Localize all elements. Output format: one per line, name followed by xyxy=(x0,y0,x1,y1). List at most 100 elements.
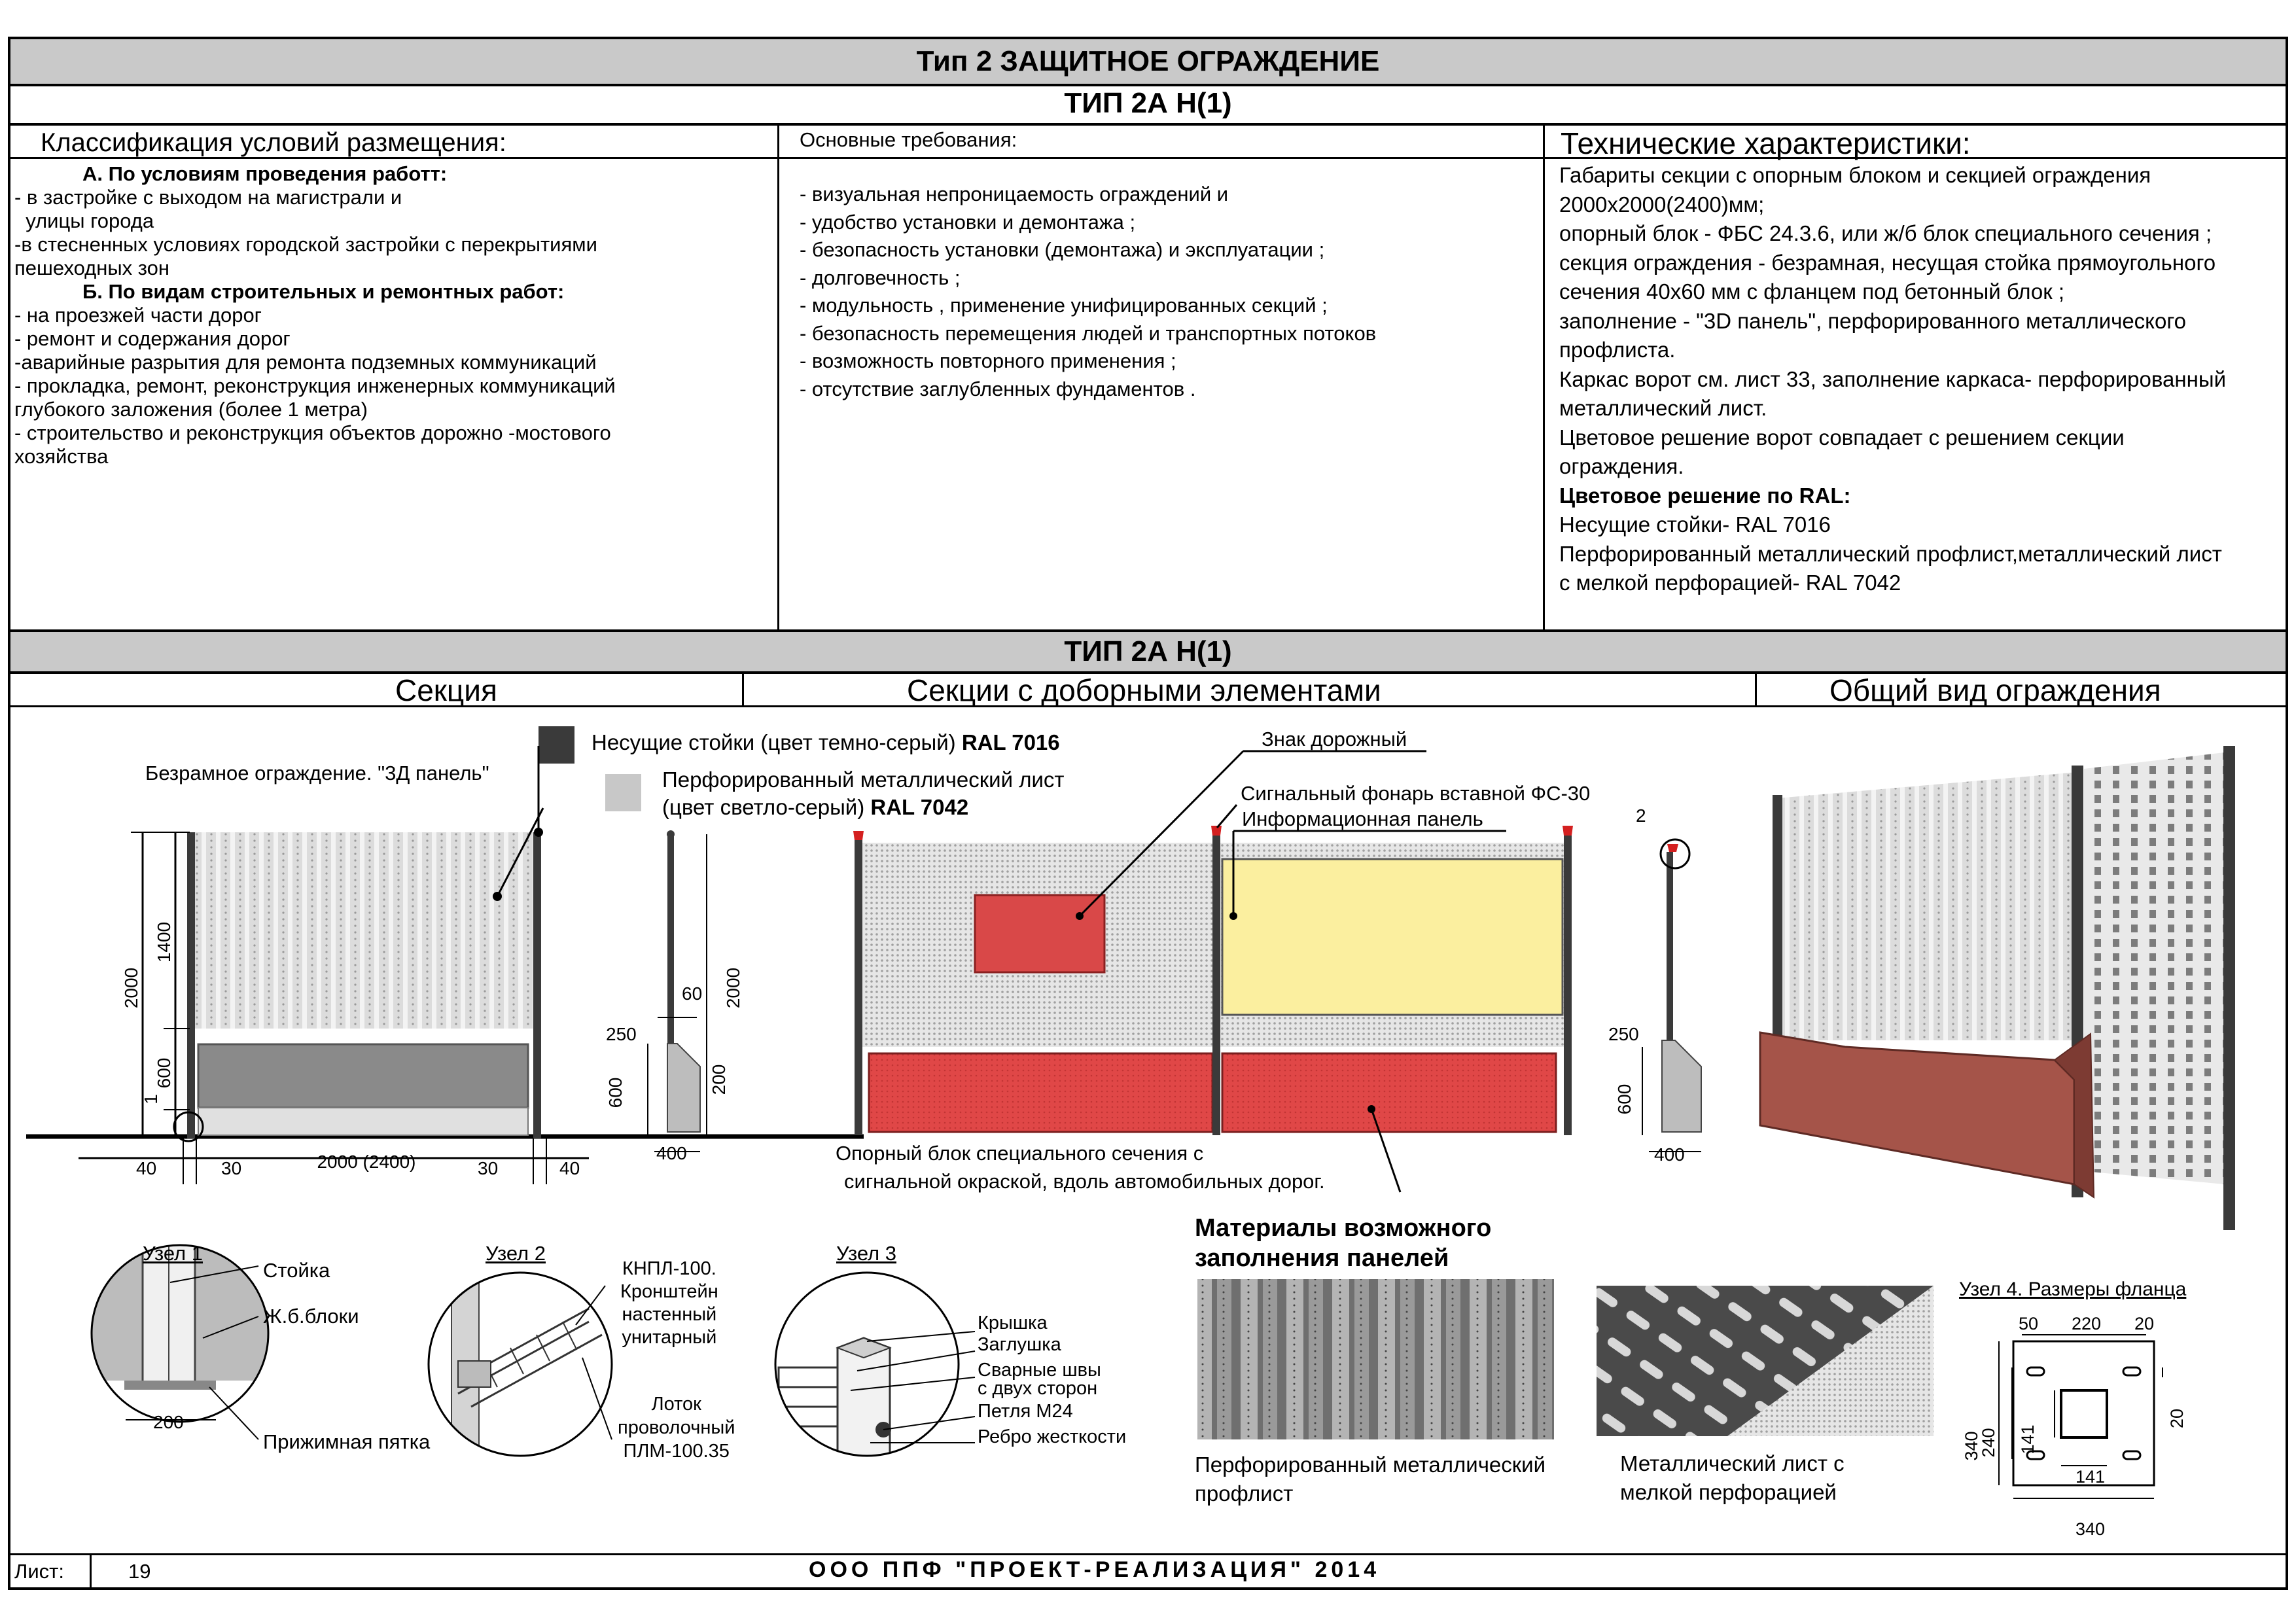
legend-light-ral: RAL 7042 xyxy=(870,795,969,819)
sheet-number: 19 xyxy=(128,1560,151,1583)
side-block xyxy=(667,1043,701,1133)
sheet-label: Лист: xyxy=(14,1560,64,1583)
ral-line: Перфорированный металлический профлист,м… xyxy=(1559,541,2222,566)
requirement-item: - безопасность перемещения людей и транс… xyxy=(800,321,1377,345)
leader xyxy=(857,1350,976,1371)
legend-dark: Несущие стойки (цвет темно-серый) RAL 70… xyxy=(592,730,1060,755)
node-1-stoika: Стойка xyxy=(263,1259,330,1282)
node-2-circle xyxy=(427,1271,613,1457)
dim-block-600: 600 xyxy=(605,1078,626,1108)
dim-30-right: 30 xyxy=(478,1158,498,1178)
label-lamp: Сигнальный фонарь вставной ФС-30 xyxy=(1241,782,1591,805)
tech-line: сечения 40х60 мм с фланцем под бетонный … xyxy=(1559,279,2065,304)
col-divider-1 xyxy=(777,126,779,632)
node-3-d: Петля М24 xyxy=(978,1401,1073,1422)
node-2-k: КНПЛ-100. Кронштейн настенный унитарный xyxy=(620,1258,718,1349)
group-b-title: Б. По видам строительных и ремонтных раб… xyxy=(82,280,565,303)
leader xyxy=(209,1386,259,1440)
dim-post-2000: 2000 xyxy=(723,968,743,1008)
dim-30-left: 30 xyxy=(221,1158,241,1178)
general-gate xyxy=(2084,752,2225,1184)
flange-hole xyxy=(2122,1450,2142,1460)
leader xyxy=(866,1331,976,1342)
tech-line: Габариты секции с опорным блоком и секци… xyxy=(1559,163,2151,187)
leader-dot xyxy=(1076,912,1084,920)
side-post xyxy=(667,834,674,1044)
section-caption: Безрамное ограждение. "3Д панель" xyxy=(145,762,489,785)
flange-dim-141h: 141 xyxy=(2075,1467,2105,1487)
node-2-k1: КНПЛ-100. xyxy=(622,1258,716,1279)
heading-divider xyxy=(8,157,2288,159)
node-3-b: Заглушка xyxy=(978,1334,1061,1355)
dim-post-60: 60 xyxy=(682,983,702,1004)
side-post-cap xyxy=(667,830,675,838)
classification-text: А. По условиям проведения работт: - в за… xyxy=(14,162,773,468)
material-profile-image xyxy=(1197,1279,1554,1439)
node-1-pyatka: Прижимная пятка xyxy=(263,1430,431,1453)
node-3-e: Ребро жесткости xyxy=(978,1426,1127,1447)
leader xyxy=(582,1357,612,1440)
section-header-divider xyxy=(8,705,2288,707)
material-1-line-2: профлист xyxy=(1195,1481,1294,1506)
legend-light-label: (цвет светло-серый) xyxy=(662,795,871,819)
tech-line: Каркас ворот см. лист 33, заполнение кар… xyxy=(1559,366,2227,391)
group-b-item: - строительство и реконструкция объектов… xyxy=(14,421,611,444)
support-block-right xyxy=(1221,1052,1557,1133)
page-subtitle: ТИП 2А Н(1) xyxy=(1064,87,1232,119)
material-2-line-1: Металлический лист с xyxy=(1620,1451,1845,1475)
node-2-title: Узел 2 xyxy=(486,1242,546,1265)
dim-1: 1 xyxy=(141,1094,161,1104)
tech-line: ограждения. xyxy=(1559,454,1684,478)
section-post-left xyxy=(187,832,195,1138)
node-3-drawing xyxy=(775,1273,959,1456)
dim-main-width: 2000 (2400) xyxy=(317,1152,415,1172)
node-2-l1: Лоток xyxy=(651,1394,701,1415)
tech-line: металлический лист. xyxy=(1559,396,1767,420)
footer-col-divider xyxy=(90,1553,92,1590)
dim-1400: 1400 xyxy=(154,922,174,962)
leader xyxy=(202,1316,259,1339)
node-2-k2: Кронштейн xyxy=(620,1281,718,1302)
elements-post-3 xyxy=(1564,835,1572,1135)
group-a-item: улицы города xyxy=(14,209,154,232)
group-b-item: глубокого заложения (более 1 метра) xyxy=(14,398,368,421)
leader xyxy=(575,1285,606,1326)
node-2-k4: унитарный xyxy=(622,1327,717,1348)
materials-title-1: Материалы возможного xyxy=(1195,1214,1492,1242)
leader xyxy=(883,1416,976,1430)
elements-num-2: 2 xyxy=(1636,805,1646,826)
general-post-3 xyxy=(2223,746,2235,1230)
node-2-marker xyxy=(1659,838,1691,870)
node-4-title: Узел 4. Размеры фланца xyxy=(1959,1278,2187,1300)
flange-dim-240: 240 xyxy=(1979,1428,1998,1457)
flange-hole xyxy=(2026,1366,2045,1377)
elements-dim-400: 400 xyxy=(1654,1144,1685,1165)
group-b-item: - прокладка, ремонт, реконструкция инжен… xyxy=(14,374,616,397)
requirement-item: - безопасность установки (демонтажа) и э… xyxy=(800,238,1325,261)
legend-dark-ral: RAL 7016 xyxy=(961,730,1060,754)
classification-heading: Классификация условий размещения: xyxy=(41,128,506,157)
section-block xyxy=(197,1043,529,1109)
info-panel xyxy=(1221,858,1564,1016)
section-leader xyxy=(496,807,544,897)
requirements-heading: Основные требования: xyxy=(800,128,1017,151)
dim-40-right: 40 xyxy=(559,1158,580,1178)
leader xyxy=(169,1265,259,1283)
label-sign: Знак дорожный xyxy=(1262,728,1407,750)
label-block-1: Опорный блок специального сечения с xyxy=(836,1142,1204,1165)
node-3-a: Крышка xyxy=(978,1313,1048,1333)
ral-line: с мелкой перфорацией- RAL 7042 xyxy=(1559,571,1901,595)
section-post-right xyxy=(533,832,541,1138)
node-2-k3: настенный xyxy=(622,1304,717,1325)
requirement-item: - визуальная непроницаемость ограждений … xyxy=(800,183,1229,205)
flange-dim-340h: 340 xyxy=(2075,1519,2105,1539)
node-2-l3: ПЛМ-100.35 xyxy=(623,1441,730,1462)
tech-line: опорный блок - ФБС 24.3.6, или ж/б блок … xyxy=(1559,221,2212,245)
label-block-2: сигнальной окраской, вдоль автомобильных… xyxy=(844,1170,1325,1193)
node-2-l: Лоток проволочный ПЛМ-100.35 xyxy=(618,1392,735,1463)
signal-lamp-2 xyxy=(1211,826,1222,836)
tech-line: 2000х2000(2400)мм; xyxy=(1559,192,1765,217)
block-leader xyxy=(1370,1108,1402,1193)
label-info: Информационная панель xyxy=(1242,807,1483,830)
node-1-circle xyxy=(90,1244,270,1423)
